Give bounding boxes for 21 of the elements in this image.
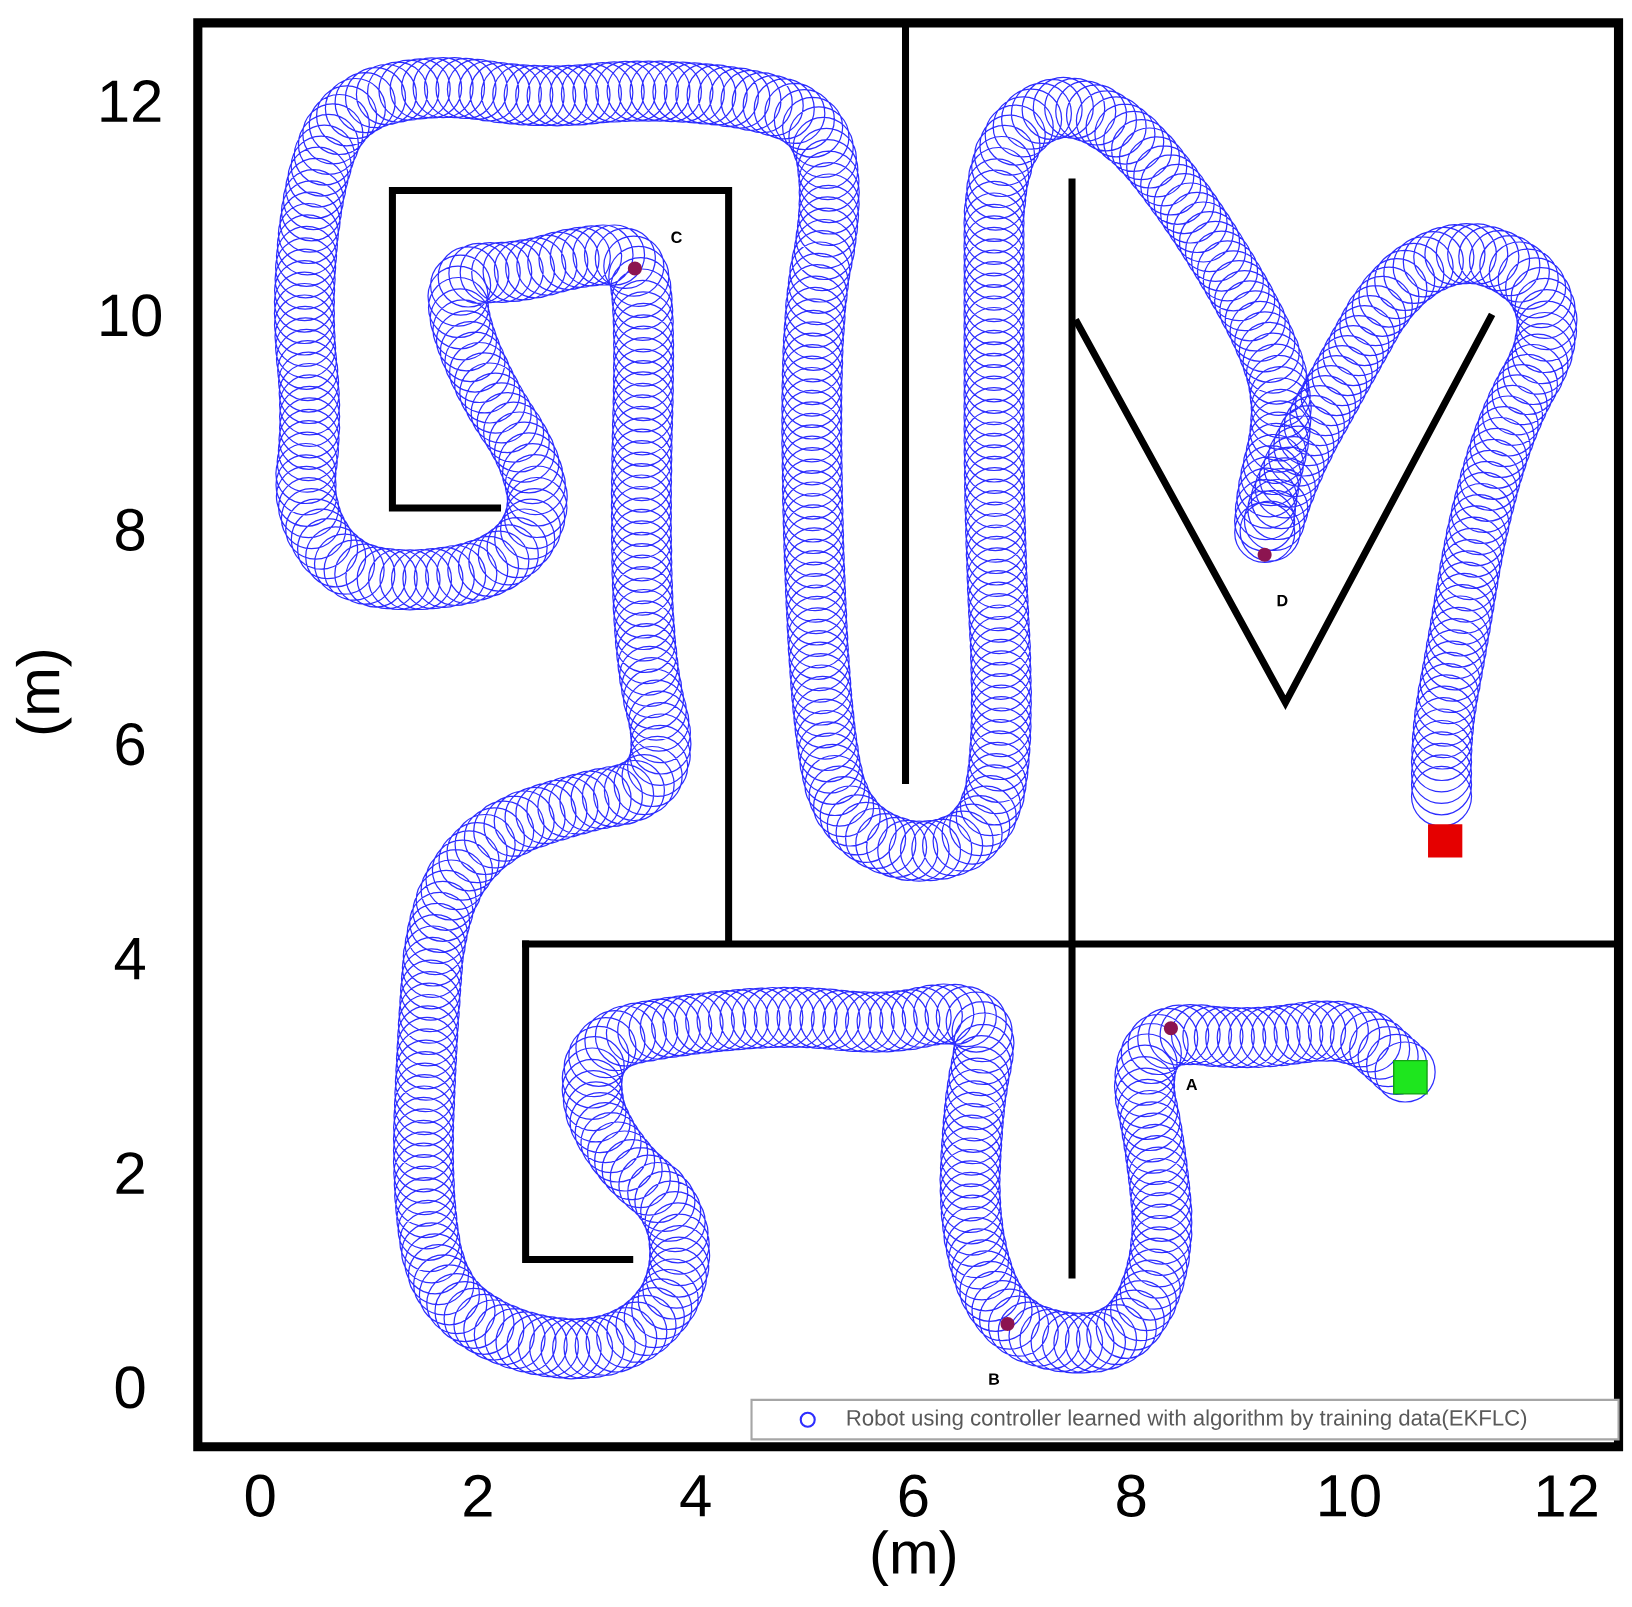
tick-label: 6 xyxy=(116,723,145,766)
tick-label: 4 xyxy=(680,1475,711,1517)
point-label: B xyxy=(989,1373,1000,1385)
axis-label: (m) xyxy=(872,1530,955,1586)
legend-text: Robot using controller learned with algorithm by training data(EKFLC) xyxy=(847,1409,1527,1430)
point-label: C xyxy=(671,231,682,243)
point-label: A xyxy=(1186,1078,1198,1091)
tick-label: 8 xyxy=(116,508,145,551)
tick-label: 0 xyxy=(115,1366,145,1409)
tick-label: 0 xyxy=(245,1474,275,1517)
tick-label: 6 xyxy=(899,1474,928,1517)
tick-label: 12 xyxy=(1538,1474,1597,1517)
tick-label: 4 xyxy=(114,938,145,980)
tick-label: 10 xyxy=(1320,1474,1380,1517)
tick-label: 2 xyxy=(464,1474,492,1517)
point-label: D xyxy=(1277,595,1288,607)
tick-label: 8 xyxy=(1117,1474,1146,1517)
tick-label: 10 xyxy=(101,294,161,337)
tick-label: 12 xyxy=(101,80,161,122)
tick-label: 2 xyxy=(116,1152,144,1194)
axis-label: (m) xyxy=(15,651,72,734)
